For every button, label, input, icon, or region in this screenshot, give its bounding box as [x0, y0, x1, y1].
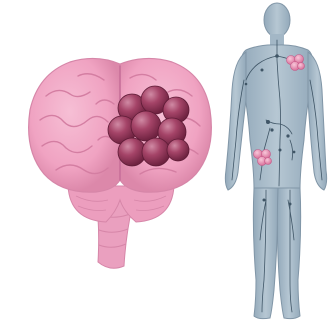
left-hemisphere [29, 58, 120, 192]
figure-head [264, 3, 290, 37]
brain [29, 58, 212, 268]
figure-left-arm [225, 52, 246, 190]
human-figure [225, 3, 326, 319]
figure-right-leg [277, 188, 300, 319]
figure-right-arm [308, 52, 327, 190]
